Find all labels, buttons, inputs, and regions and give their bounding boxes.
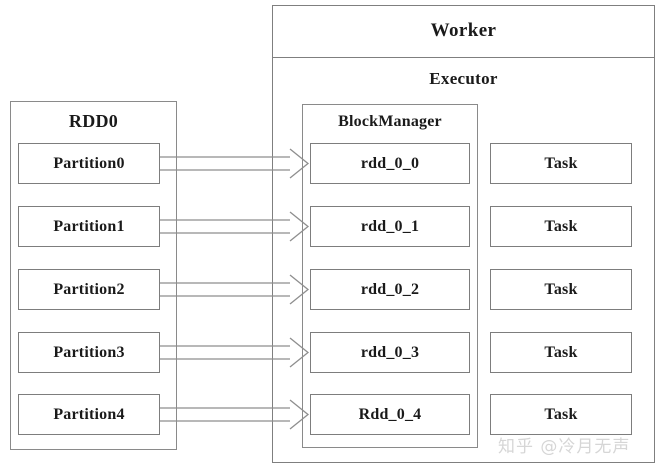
watermark: 知乎 @冷月无声 bbox=[498, 437, 631, 457]
partition-box-0[interactable]: Partition0 bbox=[18, 143, 160, 184]
task-label: Task bbox=[544, 280, 578, 298]
task-box-4[interactable]: Task bbox=[490, 394, 632, 435]
block-box-3[interactable]: rdd_0_3 bbox=[310, 332, 470, 373]
worker-title: Worker bbox=[430, 20, 497, 41]
task-label: Task bbox=[544, 343, 578, 361]
partition-label: Partition2 bbox=[53, 280, 125, 298]
task-label: Task bbox=[544, 217, 578, 235]
partition-box-1[interactable]: Partition1 bbox=[18, 206, 160, 247]
worker-executor-divider bbox=[272, 57, 655, 58]
partition-box-3[interactable]: Partition3 bbox=[18, 332, 160, 373]
partition-label: Partition4 bbox=[53, 405, 125, 423]
task-box-0[interactable]: Task bbox=[490, 143, 632, 184]
partition-box-2[interactable]: Partition2 bbox=[18, 269, 160, 310]
block-label: rdd_0_2 bbox=[360, 280, 420, 298]
task-box-2[interactable]: Task bbox=[490, 269, 632, 310]
block-label: Rdd_0_4 bbox=[358, 405, 422, 423]
block-label: rdd_0_1 bbox=[360, 217, 420, 235]
block-box-2[interactable]: rdd_0_2 bbox=[310, 269, 470, 310]
rdd0-title: RDD0 bbox=[68, 110, 119, 131]
task-label: Task bbox=[544, 405, 578, 423]
block-box-4[interactable]: Rdd_0_4 bbox=[310, 394, 470, 435]
partition-box-4[interactable]: Partition4 bbox=[18, 394, 160, 435]
block-label: rdd_0_3 bbox=[360, 343, 420, 361]
task-box-1[interactable]: Task bbox=[490, 206, 632, 247]
block-box-0[interactable]: rdd_0_0 bbox=[310, 143, 470, 184]
partition-label: Partition3 bbox=[53, 343, 125, 361]
task-label: Task bbox=[544, 154, 578, 172]
block-manager-title: BlockManager bbox=[338, 113, 442, 130]
executor-title: Executor bbox=[429, 69, 498, 88]
block-label: rdd_0_0 bbox=[360, 154, 420, 172]
partition-label: Partition1 bbox=[53, 217, 125, 235]
partition-label: Partition0 bbox=[53, 154, 125, 172]
task-box-3[interactable]: Task bbox=[490, 332, 632, 373]
block-box-1[interactable]: rdd_0_1 bbox=[310, 206, 470, 247]
